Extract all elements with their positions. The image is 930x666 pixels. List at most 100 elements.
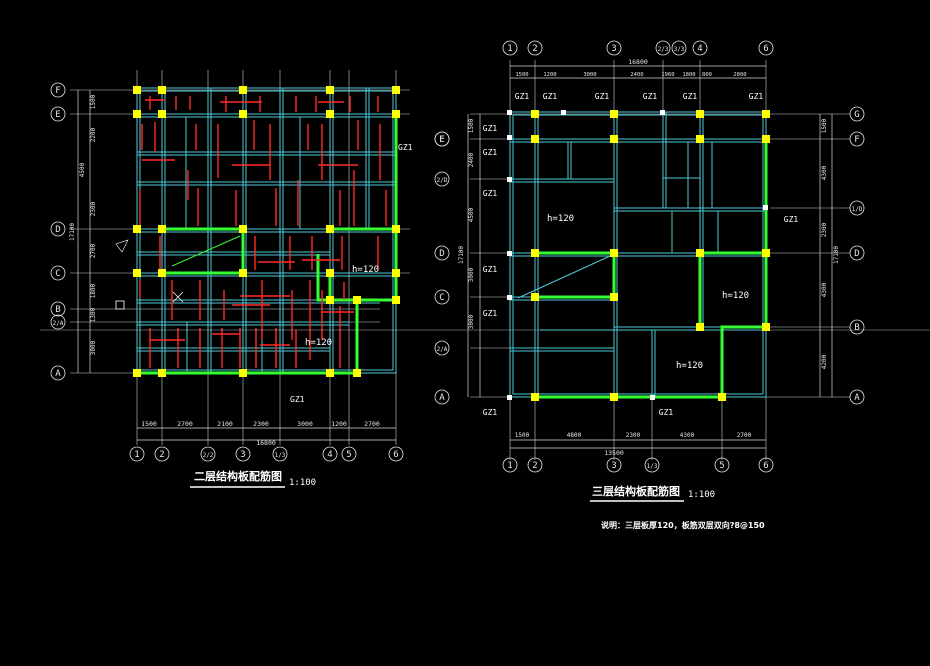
- plan2-axis-1-label: E: [55, 110, 60, 120]
- plan3-gz1-5: GZ1: [749, 92, 764, 101]
- plan2-axis-4-label: B: [55, 305, 60, 315]
- plan3-gz1-12: GZ1: [659, 408, 674, 417]
- plan2-dim-2: 2100: [217, 420, 233, 428]
- plan2-axis-5-circle: [50, 314, 66, 330]
- plan3-bdim-0: 1500: [515, 432, 530, 439]
- plan3-tdim-2: 3000: [583, 72, 596, 78]
- plan3-tdim-5: 1800: [682, 72, 695, 78]
- plan2-dim-1: 2700: [177, 420, 193, 428]
- plan3-right-axis-5-label: A: [854, 393, 860, 403]
- plan2-bottom-axis-0-circle: [129, 446, 145, 462]
- plan2-bottom-axis-7-circle: [388, 446, 404, 462]
- plan3-top-axis-6-label: 6: [763, 44, 768, 54]
- plan2-ldim-1: 2200: [90, 127, 97, 142]
- plan3-ldim-4: 3000: [468, 314, 475, 329]
- plan3-gz1-right: GZ1: [784, 215, 799, 224]
- plan2-total-dim: 16800: [256, 439, 276, 447]
- plan2-north-arrow: [115, 239, 129, 253]
- plan3-bdim-1: 4800: [567, 432, 582, 439]
- plan3-gz1-2: GZ1: [595, 92, 610, 101]
- plan3-bottom-axis-4-label: 5: [719, 461, 724, 471]
- plan3-bottom-axis-1-label: 2: [532, 461, 537, 471]
- plan2-bottom-axis-5-circle: [322, 446, 338, 462]
- plan2-ldim-3: 2700: [90, 243, 97, 258]
- plan3-top-axis-5-label: 4: [697, 44, 702, 54]
- plan2-gz1-label-1: GZ1: [398, 143, 413, 152]
- plan2-rebars: [139, 96, 387, 368]
- plan2-axis-3-label: C: [55, 269, 60, 279]
- plan3-top-axis-1-circle: [527, 40, 543, 56]
- plan2-dim-4: 3000: [297, 420, 313, 428]
- plan2-axis-6-label: A: [55, 369, 61, 379]
- plan3-gz1-3: GZ1: [643, 92, 658, 101]
- plan3-bottom-axis-1-circle: [527, 457, 543, 473]
- plan3-tdim-7: 2800: [733, 72, 746, 78]
- plan3-bottom-axis-0-circle: [502, 457, 518, 473]
- plan3-rdim-0: 1500: [821, 118, 828, 133]
- plan3-ldim-0: 1500: [468, 118, 475, 133]
- plan2-axis-4-circle: [50, 301, 66, 317]
- plan2-slab-label-1: h=120: [352, 265, 379, 275]
- plan3-top-axis-2-label: 3: [611, 44, 616, 54]
- plan3-bottom-axis-0-label: 1: [507, 461, 512, 471]
- plan2-ldim-5: 1300: [90, 307, 97, 322]
- plan3-right-axis-3-label: D: [854, 249, 859, 259]
- plan2-axis-6-circle: [50, 365, 66, 381]
- plan3-rdim-5: 17100: [833, 246, 840, 264]
- plan2-columns: [133, 86, 400, 377]
- plan3-right-axis-1-circle: [849, 131, 865, 147]
- plan3-slab-label-2: h=120: [722, 291, 749, 301]
- plan3-gz1-9: GZ1: [483, 265, 498, 274]
- plan3-right-axis-3-circle: [849, 245, 865, 261]
- plan2-axis-0-label: F: [55, 86, 60, 96]
- plan3-bottom-axis-3-circle: [644, 457, 660, 473]
- plan2-bottom-axis-6-label: 5: [346, 450, 351, 460]
- plan3-tdim-3: 2400: [630, 72, 643, 78]
- plan2-bottom-axis-3-circle: [235, 446, 251, 462]
- plan3-rdim-4: 4200: [821, 354, 828, 369]
- plan3-top-axis-0-label: 1: [507, 44, 512, 54]
- plan3-right-axis-0-circle: [849, 106, 865, 122]
- plan3-left-axis-5-circle: [434, 340, 450, 356]
- plan2-axis-3-circle: [50, 265, 66, 281]
- plan2-stair-diagonal: [171, 235, 241, 267]
- plan3-bottom-axis-2-label: 3: [611, 461, 616, 471]
- plan3-right-axis-1-label: F: [854, 135, 859, 145]
- plan2-ldim-outer-0: 4500: [79, 162, 86, 177]
- plan2-bottom-axis-4-label: 1/3: [275, 452, 286, 459]
- plan2-bottom-axis-3-label: 3: [240, 450, 245, 460]
- plan3-gz1-8: GZ1: [483, 189, 498, 198]
- plan3-dim-lines: [467, 65, 833, 449]
- plan3-left-axis-3-circle: [434, 245, 450, 261]
- plan2-ldim-outer-1: 17100: [69, 223, 76, 241]
- plan3-rdim-2: 2300: [821, 222, 828, 237]
- plan2-slab-label-2: h=120: [305, 338, 332, 348]
- plan3-left-axis-1-label: F: [439, 135, 444, 145]
- plan3-gz1-7: GZ1: [483, 148, 498, 157]
- plan3-scale: 1:100: [688, 490, 715, 500]
- plan2-bottom-axis-1-circle: [154, 446, 170, 462]
- plan3-left-axis-0-label: E: [439, 135, 444, 145]
- plan3-slab-label-3: h=120: [676, 361, 703, 371]
- plan3-right-axis-4-label: B: [854, 323, 859, 333]
- plan3-rdim-1: 4300: [821, 165, 828, 180]
- plan3-bottom-axis-3-label: 1/3: [647, 463, 658, 470]
- plan3-top-axis-4-circle: [671, 40, 687, 56]
- plan3-tdim-4: 1960: [661, 72, 674, 78]
- plan2-ldim-6: 3000: [90, 340, 97, 355]
- plan2-axis-1-circle: [50, 106, 66, 122]
- plan2-ldim-4: 1800: [90, 283, 97, 298]
- plan3-ldim-5: 17100: [458, 246, 465, 264]
- plan2-axis-0-circle: [50, 82, 66, 98]
- plan3-tdim-1: 1200: [543, 72, 556, 78]
